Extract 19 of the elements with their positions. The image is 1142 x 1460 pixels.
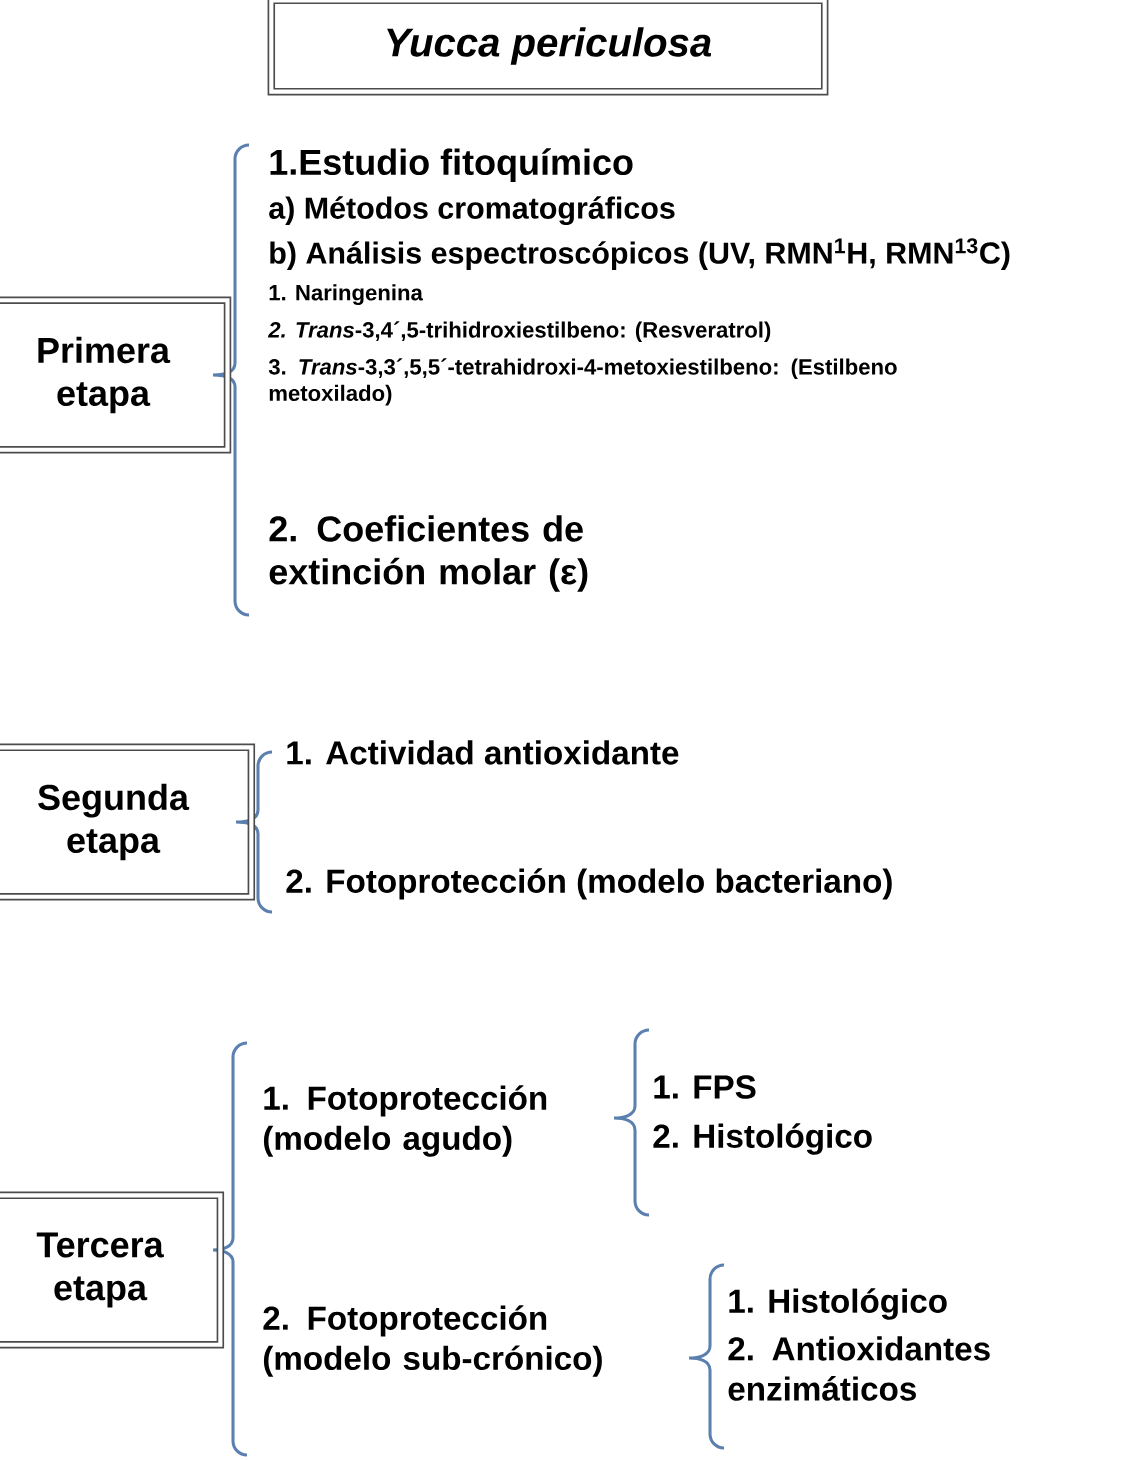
list-item: 1. Naringenina	[269, 284, 423, 305]
stage-box: Segunda etapa	[0, 743, 256, 901]
list-item: 1. FPS	[654, 1075, 756, 1099]
list-item: 1. Actividad antioxidante	[287, 740, 679, 765]
title-box: Yucca periculosa	[267, 0, 829, 96]
list-item: 2. Histológico	[653, 1123, 872, 1155]
list-item: 2. Fotoprotección (modelo bacteriano)	[286, 868, 892, 900]
list-item: 1. Fotoprotección (modelo agudo)	[263, 1085, 547, 1157]
list-item: 1.Estudio fitoquímico	[270, 148, 633, 183]
stage-box: Tercera etapa	[0, 1191, 225, 1349]
list-item: b) Análisis espectroscópicos (UV, RMN$^{1}$H, RMN$^{13}$C)	[270, 238, 1010, 270]
list-item: 3. Trans-3,3´,5,5´-tetrahidroxi-4-metoxiestilbeno: (Estilbeno metoxilado)	[268, 358, 897, 406]
list-item: 2. Fotoprotección (modelo sub-crónico)	[263, 1305, 602, 1377]
list-item: 2. Antioxidantes enzimáticos	[728, 1336, 990, 1401]
list-item: a) Métodos cromatográficos	[269, 196, 675, 226]
list-item: 2. Coeficientes de extinción molar (ε)	[269, 515, 588, 592]
list-item: 2. Trans-3,4´,5-trihidroxiestilbeno: (Resveratrol)	[267, 321, 771, 343]
stage-box: Primera etapa	[0, 296, 232, 454]
list-item: 1. Histológico	[729, 1288, 947, 1320]
